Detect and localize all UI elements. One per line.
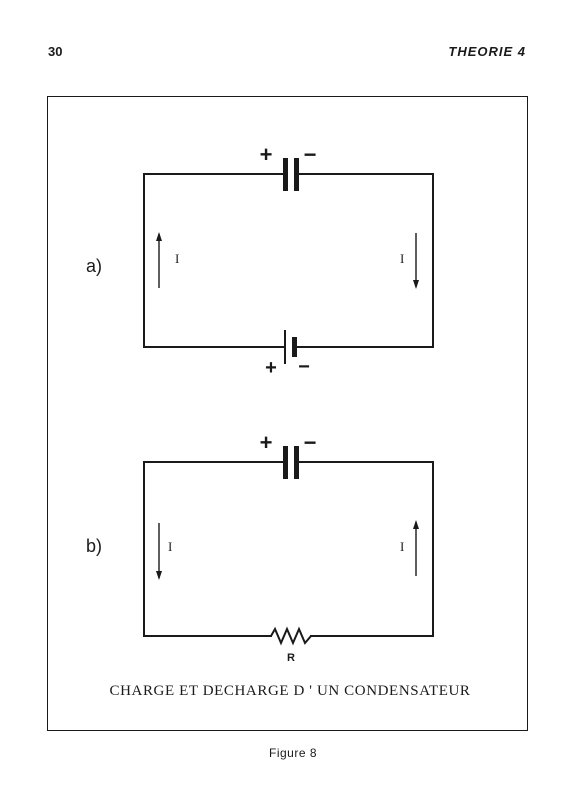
circuit-a-wires xyxy=(143,173,434,348)
circuit-a-battery-plus: + xyxy=(265,357,277,379)
section-title: THEORIE 4 xyxy=(448,44,526,59)
circuit-a-battery-minus: − xyxy=(298,356,310,378)
circuit-b-current-right-arrow xyxy=(413,520,419,576)
circuit-a-capacitor-plus: + xyxy=(260,142,273,167)
circuit-b-current-right: I xyxy=(400,539,404,554)
circuit-b-current-left: I xyxy=(168,539,172,554)
circuit-b-resistor xyxy=(270,626,312,646)
circuit-a-current-right: I xyxy=(400,251,404,266)
circuit-a-label: a) xyxy=(86,256,102,276)
circuit-b-capacitor xyxy=(283,446,299,479)
circuit-a-capacitor xyxy=(283,158,299,191)
circuit-b-capacitor-plus: + xyxy=(260,430,273,455)
circuit-a-current-left: I xyxy=(175,251,179,266)
circuit-b-wires xyxy=(143,461,434,637)
figure-label: Figure 8 xyxy=(268,746,318,760)
circuit-a-current-left-arrow xyxy=(156,232,162,288)
diagram-caption: CHARGE ET DECHARGE D ' UN CONDENSATEUR xyxy=(109,683,470,699)
circuit-b-label: b) xyxy=(86,536,102,556)
figure-frame xyxy=(47,96,528,731)
circuit-a-current-right-arrow xyxy=(413,233,419,289)
page-number: 30 xyxy=(48,44,63,59)
circuit-b-capacitor-minus: − xyxy=(304,430,317,455)
circuit-a-battery xyxy=(284,330,297,364)
circuit-b-current-left-arrow xyxy=(156,523,162,580)
circuit-b-resistor-label: R xyxy=(287,652,295,664)
circuit-a-capacitor-minus: − xyxy=(304,142,317,167)
